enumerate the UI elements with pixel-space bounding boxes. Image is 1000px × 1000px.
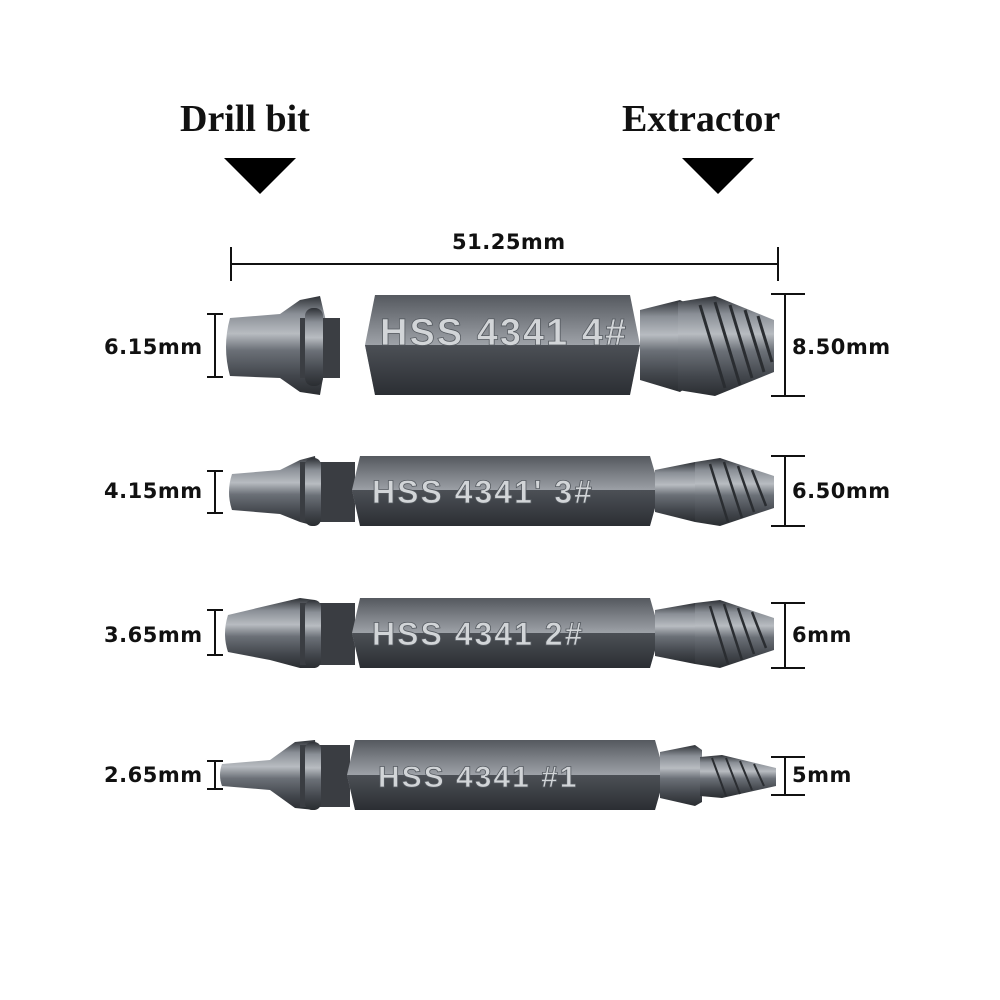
extractor-size-label-4: 5mm xyxy=(792,763,852,787)
drill-size-label-2: 4.15mm xyxy=(104,479,203,503)
extractor-arrow-icon xyxy=(682,158,754,194)
bit-stamp-1: HSS 4341 4# xyxy=(380,312,628,354)
extractor-size-label-3: 6mm xyxy=(792,623,852,647)
measure-brackets xyxy=(207,293,805,796)
bit-3-size: HSS 4341' 3# xyxy=(229,456,774,526)
overall-length-tick-left xyxy=(230,247,232,281)
bit-stamp-2: HSS 4341' 3# xyxy=(372,474,594,510)
drill-bit-heading: Drill bit xyxy=(180,98,310,140)
drill-size-label-1: 6.15mm xyxy=(104,335,203,359)
drill-bit-arrow-icon xyxy=(224,158,296,194)
bit-2-size: HSS 4341 2# xyxy=(225,598,774,668)
bit-4-size: HSS 4341 4# xyxy=(226,295,774,396)
overall-length-tick-right xyxy=(777,247,779,281)
extractor-heading: Extractor xyxy=(622,98,781,140)
drill-size-label-4: 2.65mm xyxy=(104,763,203,787)
extractor-size-label-2: 6.50mm xyxy=(792,479,891,503)
overall-length-label: 51.25mm xyxy=(452,230,566,254)
bit-stamp-4: HSS 4341 #1 xyxy=(378,761,578,794)
bit-1-size: HSS 4341 #1 xyxy=(220,740,776,810)
overall-length-line xyxy=(231,263,779,265)
extractor-size-label-1: 8.50mm xyxy=(792,335,891,359)
drill-size-label-3: 3.65mm xyxy=(104,623,203,647)
bit-stamp-3: HSS 4341 2# xyxy=(372,616,584,652)
